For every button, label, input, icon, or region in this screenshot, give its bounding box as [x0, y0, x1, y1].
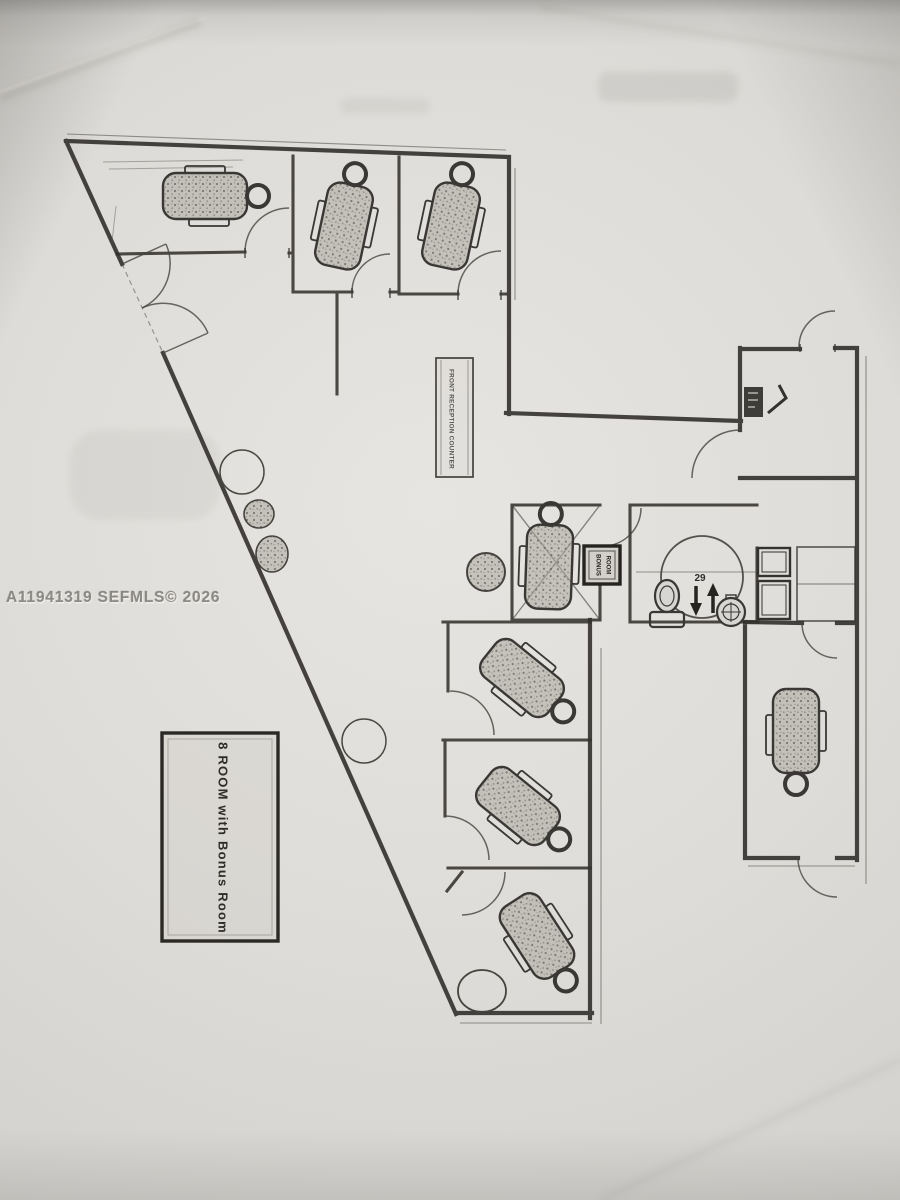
secondary-lines	[66, 133, 867, 1024]
hall-stool	[341, 718, 387, 764]
bathroom: 29	[648, 535, 747, 629]
cabinet-lines	[102, 159, 244, 243]
bonus-room-label-box: BONUS ROOM	[582, 544, 622, 586]
legend-label: 8 ROOM with Bonus Room	[216, 742, 231, 934]
mls-watermark: A11941319 SEFMLS© 2026	[6, 589, 221, 606]
exam-chair	[303, 155, 389, 276]
arrow-down-icon	[690, 586, 702, 616]
waiting-stool	[243, 499, 275, 529]
operatory-stool	[466, 552, 506, 592]
bonus-room-label-line2: ROOM	[604, 556, 610, 575]
stools-and-tables	[219, 449, 507, 1013]
reception-counter-label: FRONT RECEPTION COUNTER	[447, 369, 454, 469]
exam-chair	[518, 502, 582, 610]
exam-chair	[468, 626, 593, 744]
turning-radius-value: 29	[694, 573, 706, 584]
toilet-fixture	[648, 578, 686, 629]
door-swings	[121, 207, 838, 916]
storage-cabinets	[756, 546, 856, 622]
reception-counter: FRONT RECEPTION COUNTER	[435, 357, 474, 478]
room-stool	[457, 969, 507, 1013]
ada-turning-circle	[660, 535, 744, 619]
waiting-stool	[255, 535, 289, 573]
bonus-room-label-line1: BONUS	[594, 554, 600, 576]
utility-panel	[744, 384, 788, 417]
door-jambs	[244, 248, 836, 352]
sink-fixture	[715, 594, 747, 628]
exam-chair	[764, 687, 828, 797]
chevron-mark	[767, 384, 788, 415]
exam-chair	[161, 164, 271, 228]
waiting-table	[219, 449, 265, 495]
legend-box: 8 ROOM with Bonus Room	[160, 731, 280, 943]
exterior-walls	[63, 138, 860, 1021]
exam-chair	[464, 754, 589, 872]
arrow-up-icon	[707, 583, 719, 613]
